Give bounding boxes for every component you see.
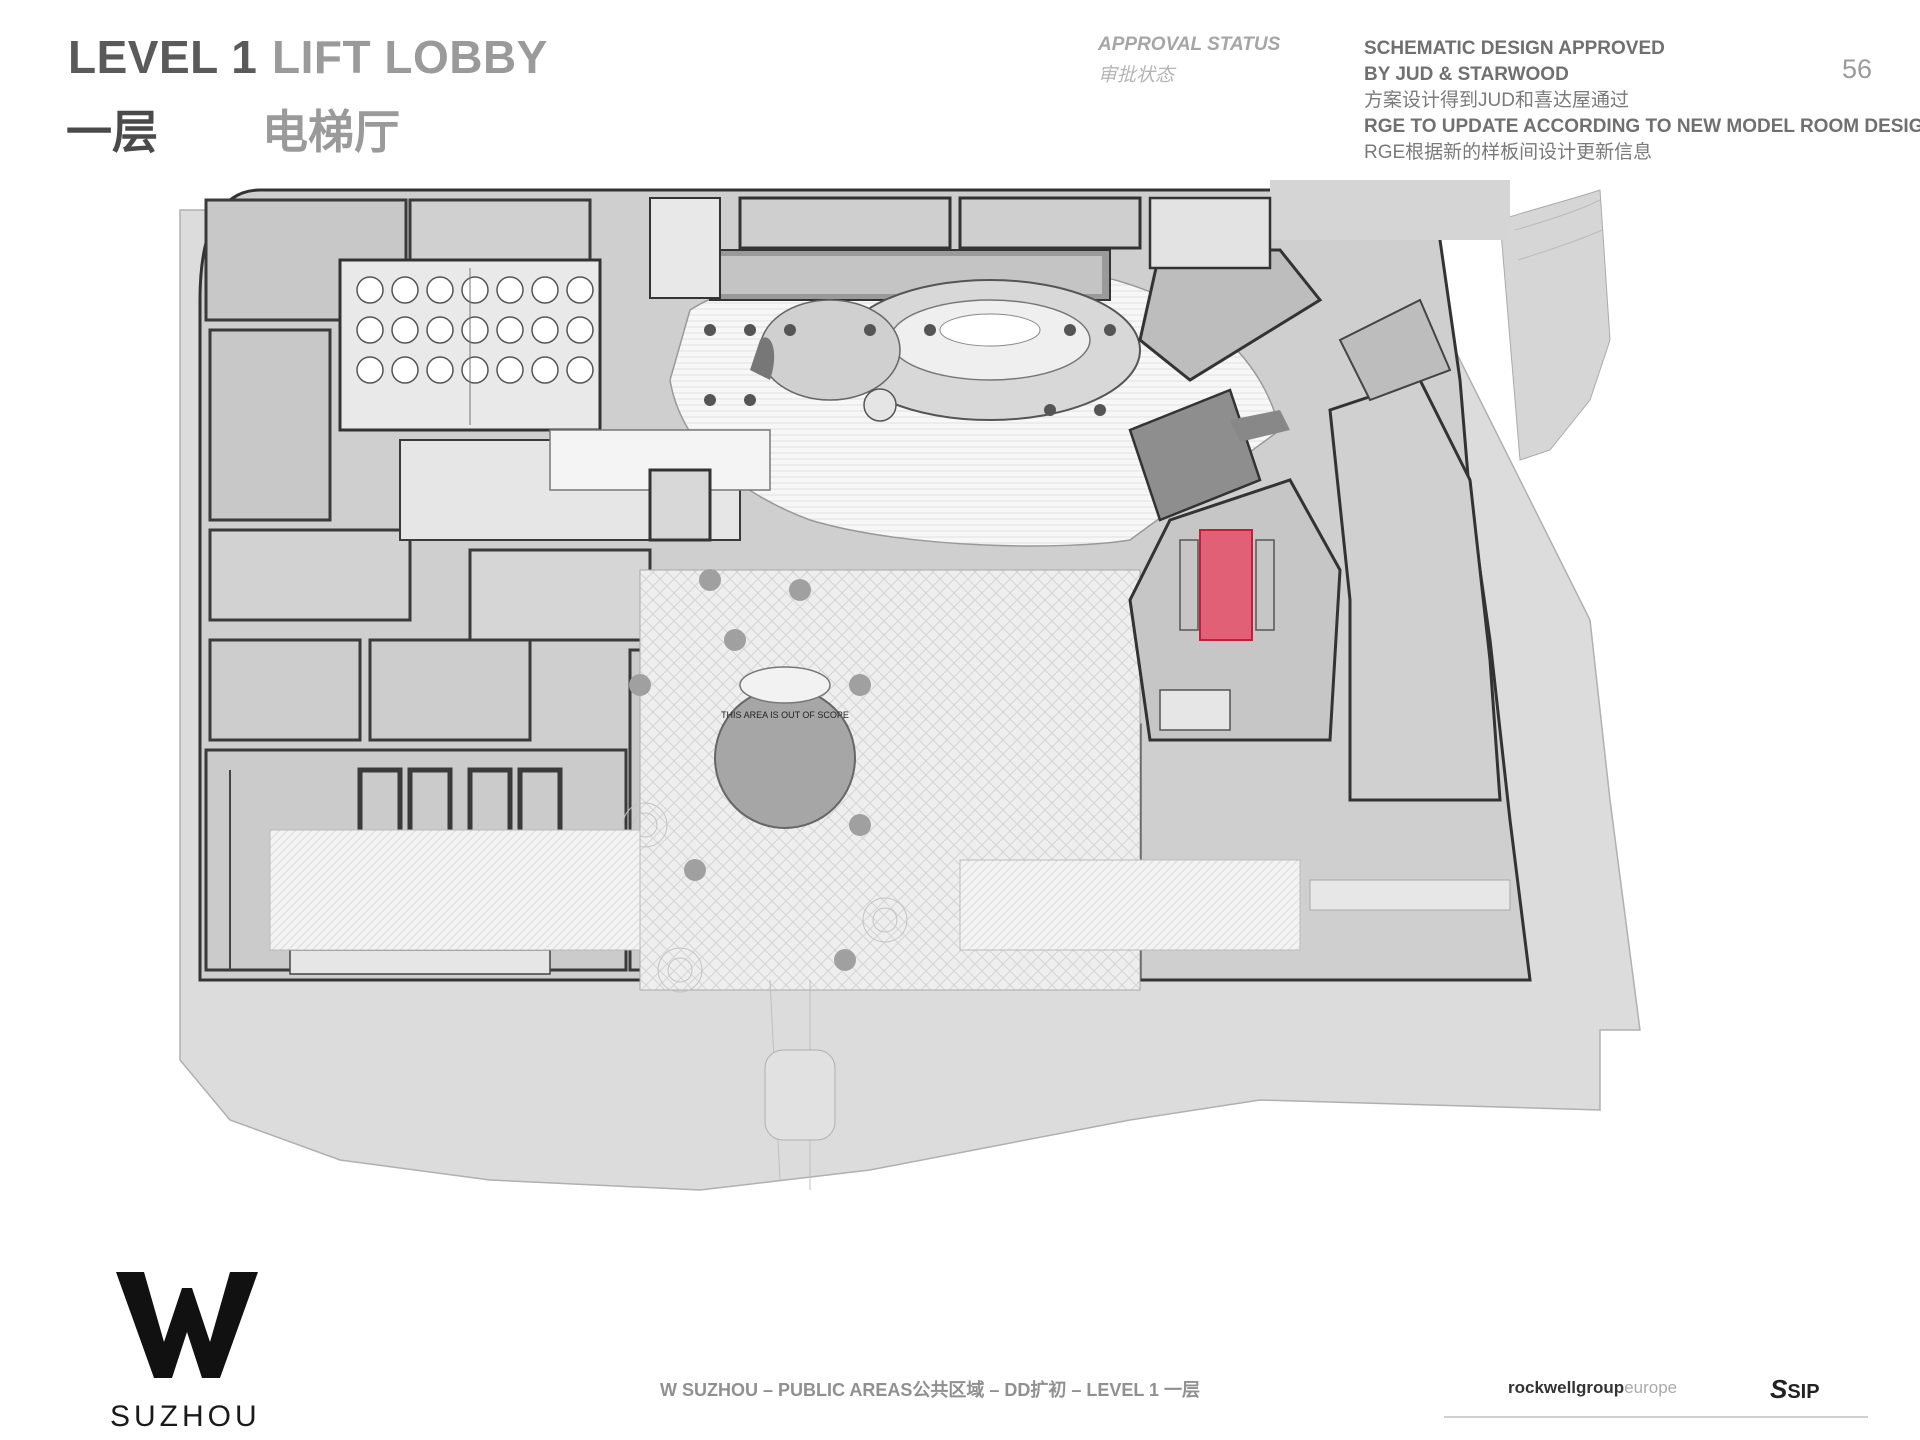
floor-plan: THIS AREA IS OUT OF SCOPE xyxy=(179,180,1641,1191)
page-subtitle-cn: 电梯厅 xyxy=(262,106,400,158)
approval-note-2: BY JUD & STARWOOD xyxy=(1364,64,1569,85)
logo-city: SUZHOU xyxy=(110,1400,261,1433)
approval-notes: SCHEMATIC DESIGN APPROVED BY JUD & STARW… xyxy=(1364,36,1920,166)
approval-note-3: 方案设计得到JUD和喜达屋通过 xyxy=(1364,90,1629,111)
landscape-strips xyxy=(269,829,1511,951)
firm-logo: rockwellgroupeurope xyxy=(1508,1378,1677,1398)
footer-divider xyxy=(1444,1416,1868,1418)
page-title-cn: 一层 xyxy=(66,106,158,158)
w-hotels-logo xyxy=(116,1272,258,1378)
north-service-rooms xyxy=(649,196,1272,299)
firm-name: rockwellgroup xyxy=(1508,1378,1625,1397)
firm-suffix: europe xyxy=(1624,1378,1678,1397)
partner-name: SIP xyxy=(1787,1381,1820,1403)
footer-project-title: W SUZHOU – PUBLIC AREAS公共区域 – DD扩初 – LEV… xyxy=(660,1380,1201,1400)
walkways xyxy=(764,979,836,1190)
partner-logo: SSIP xyxy=(1770,1374,1820,1405)
page-title: LEVEL 1 xyxy=(68,31,258,83)
approval-status-label-cn: 审批状态 xyxy=(1098,65,1175,86)
page-number: 56 xyxy=(1841,54,1872,84)
out-of-scope-note: THIS AREA IS OUT OF SCOPE xyxy=(721,710,849,720)
central-lounge xyxy=(549,249,1281,547)
page-subtitle: LIFT LOBBY xyxy=(272,31,548,83)
approval-status-label: APPROVAL STATUS xyxy=(1098,34,1281,55)
approval-note-4: RGE TO UPDATE ACCORDING TO NEW MODEL ROO… xyxy=(1364,116,1920,137)
approval-note-1: SCHEMATIC DESIGN APPROVED xyxy=(1364,38,1665,59)
approval-note-5: RGE根据新的样板间设计更新信息 xyxy=(1364,142,1653,163)
partner-mark-icon: S xyxy=(1770,1374,1788,1404)
ballroom xyxy=(338,258,602,432)
lift-lobby-highlight xyxy=(1179,529,1275,641)
